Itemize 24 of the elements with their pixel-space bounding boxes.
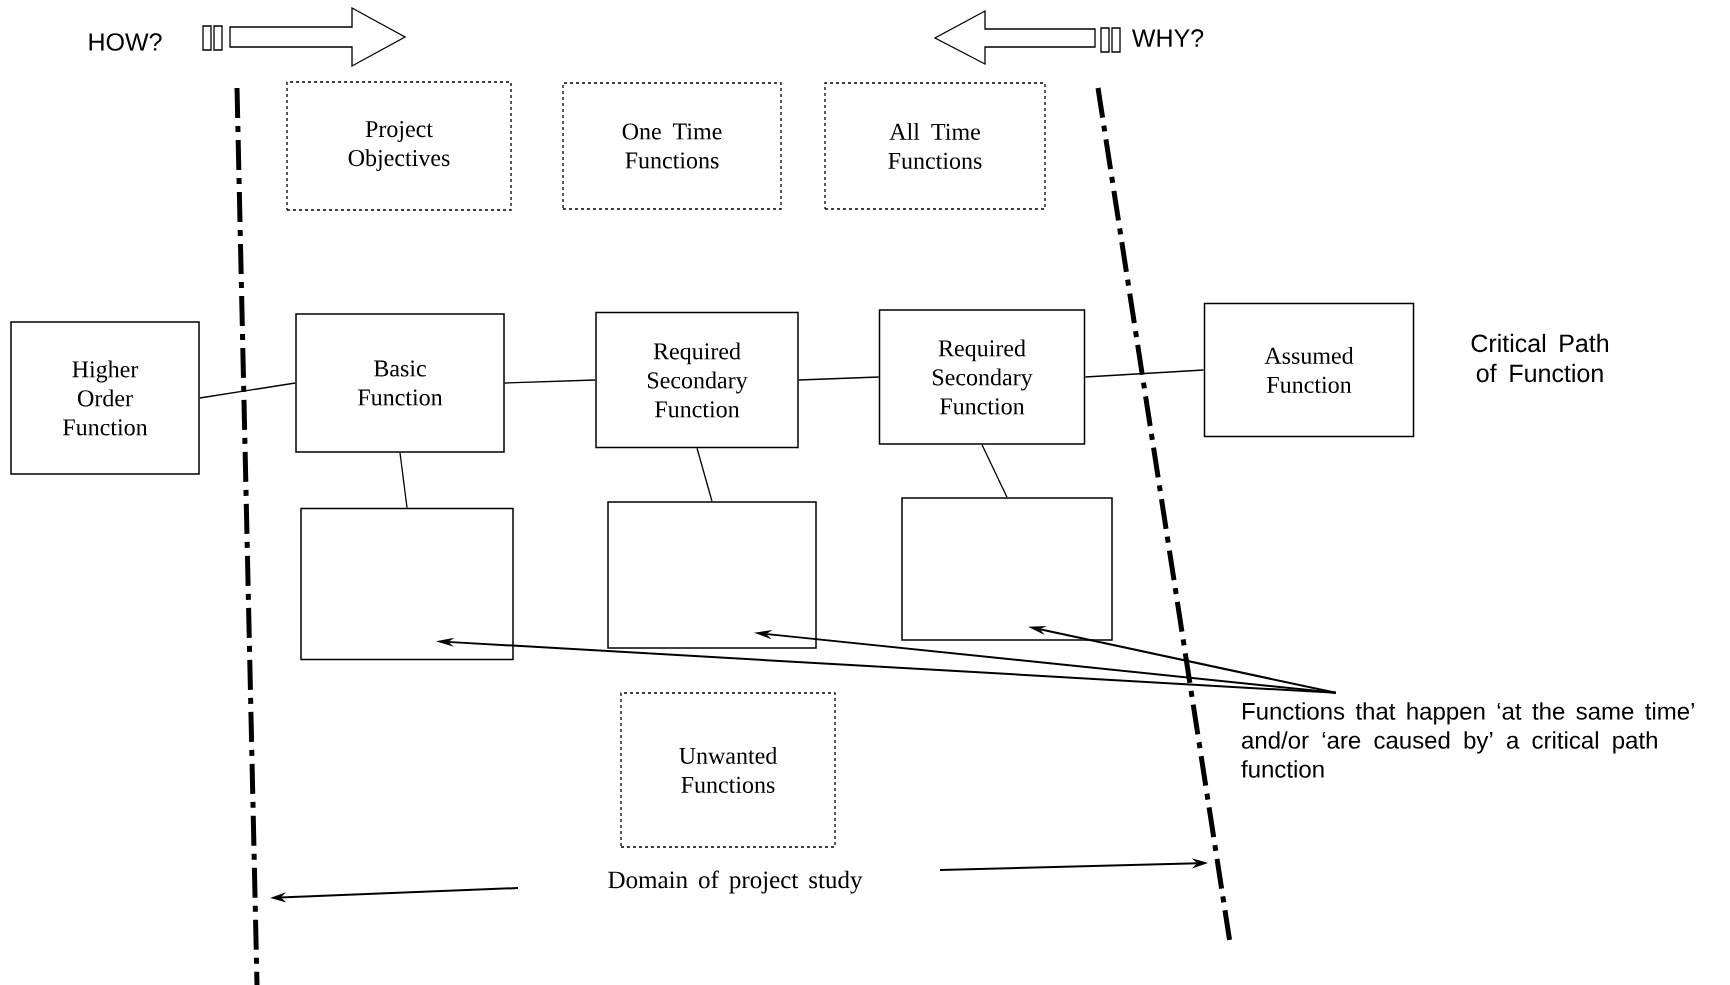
function-box: Required Secondary Function (878, 309, 1086, 445)
function-box: Higher Order Function (10, 321, 200, 475)
empty-box (901, 497, 1113, 641)
dashed-box: Project Objectives (286, 81, 512, 211)
connector-line (981, 444, 1008, 498)
function-box: Required Secondary Function (595, 311, 799, 449)
label-text: Critical Path of Function (1471, 333, 1608, 383)
dashed-box: Unwanted Functions (620, 692, 836, 848)
dashed-box: All Time Functions (824, 82, 1046, 210)
empty-box (300, 507, 514, 661)
connector-line (1084, 369, 1205, 378)
function-box: Basic Function (295, 313, 505, 453)
note-text: Functions that happen ‘at the same time’ and/or ‘are caused by’ a critical path function (1241, 702, 1694, 778)
connector-line (399, 452, 408, 509)
connector-line (199, 382, 296, 399)
dimension-label: Domain of project study (608, 870, 863, 894)
connector-line (504, 379, 596, 384)
connector-line (798, 376, 880, 381)
empty-box (607, 501, 817, 649)
function-box: Assumed Function (1203, 302, 1415, 438)
dashed-box: One Time Functions (562, 82, 782, 210)
label-text: WHY? (1132, 29, 1204, 47)
label-text: HOW? (89, 33, 162, 51)
connector-line (696, 447, 713, 502)
